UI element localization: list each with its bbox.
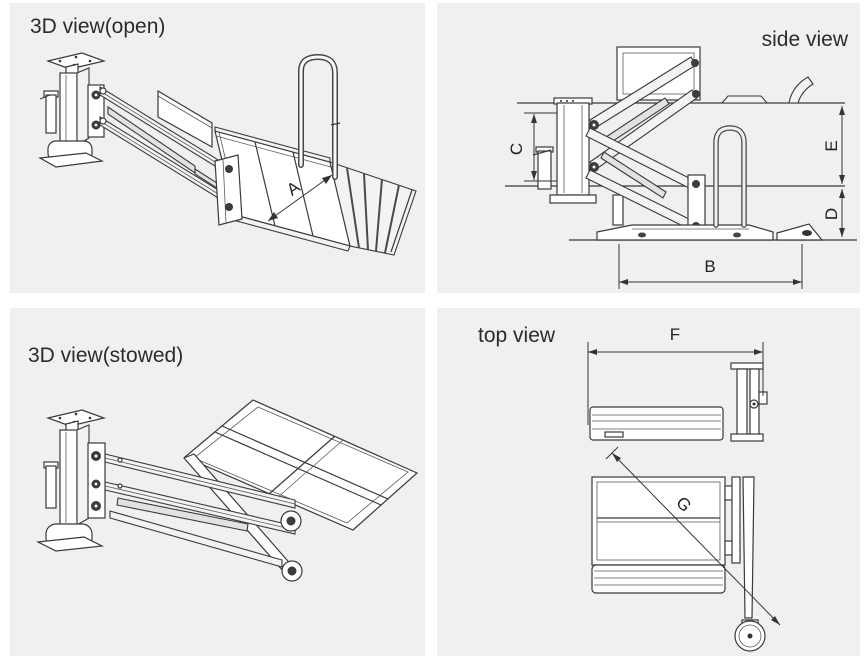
panel-side-view: side view <box>437 3 860 293</box>
dimension-f: F <box>587 325 764 425</box>
side-view-linework <box>505 46 857 241</box>
lift-open-drawing: 3D view(open) <box>30 15 417 256</box>
stowed-view-linework <box>35 399 419 582</box>
panel-3d-stowed: 3D view(stowed) <box>10 308 425 656</box>
dim-e-label: E <box>822 140 841 151</box>
dimension-e: E <box>822 106 845 184</box>
dim-f-label: F <box>670 325 680 344</box>
dimension-c: C <box>507 112 557 182</box>
panel-stowed-title: 3D view(stowed) <box>28 344 183 367</box>
dimension-b: B <box>618 244 803 289</box>
open-view-linework <box>38 52 417 256</box>
dim-c-label: C <box>507 143 526 155</box>
dimension-d: D <box>822 189 845 237</box>
dim-b-label: B <box>704 257 715 276</box>
panel-side-title: side view <box>762 28 849 51</box>
lift-side-drawing: side view <box>505 28 857 289</box>
dim-d-label: D <box>822 208 841 220</box>
lift-top-drawing: top view <box>478 324 781 652</box>
panel-top-view: top view <box>437 308 860 656</box>
top-view-linework <box>589 362 768 652</box>
lift-stowed-drawing: 3D view(stowed) <box>28 344 419 582</box>
panel-3d-open: 3D view(open) <box>10 3 425 293</box>
panel-open-title: 3D view(open) <box>30 15 165 38</box>
panel-top-title: top view <box>478 324 556 347</box>
